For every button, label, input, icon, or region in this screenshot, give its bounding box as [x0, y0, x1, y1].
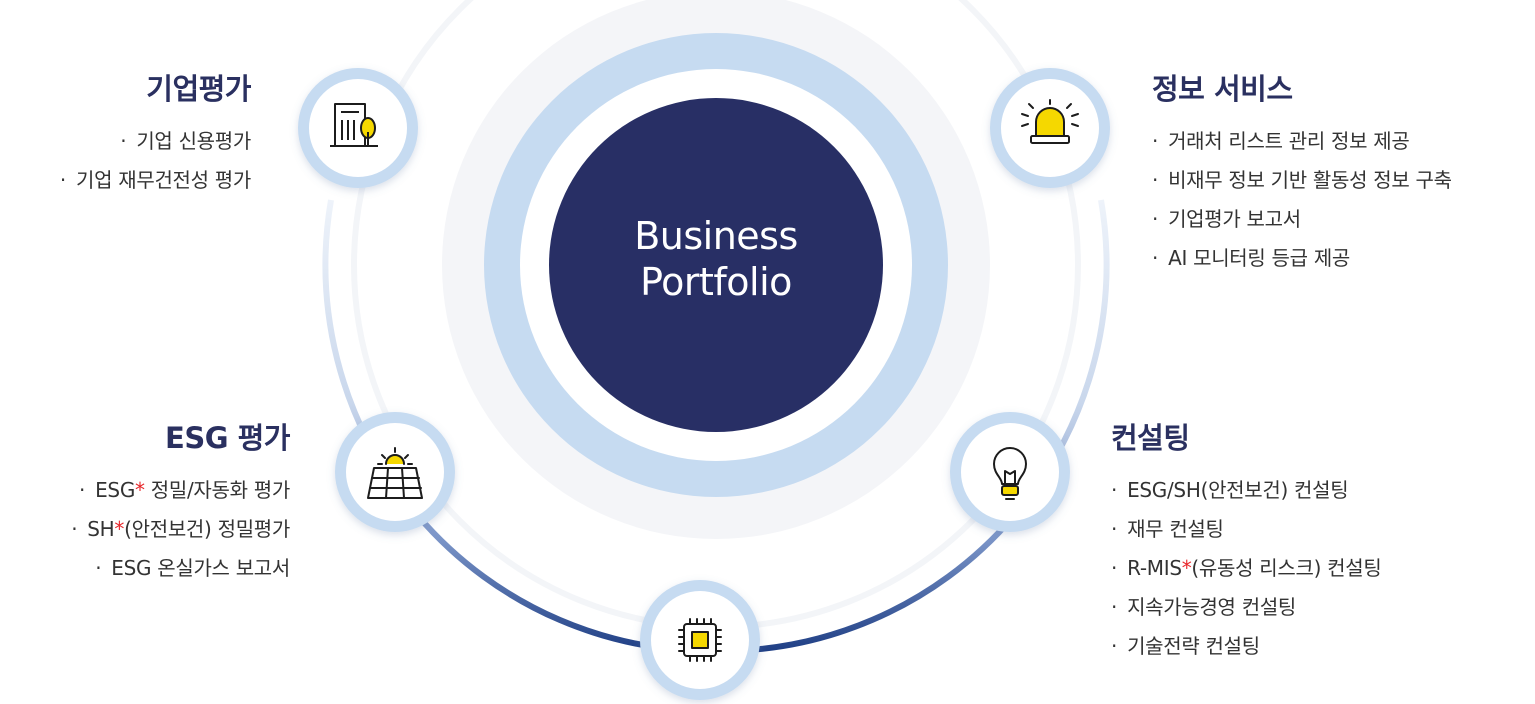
item-list: · ESG/SH(안전보건) 컨설팅 · 재무 컨설팅 · R-MIS*(유동성 리스…: [1111, 471, 1382, 666]
bullet: ·: [95, 556, 102, 580]
bullet: ·: [1152, 129, 1159, 153]
node-corporate-evaluation: [298, 68, 418, 188]
section-consulting: 컨설팅 · ESG/SH(안전보건) 컨설팅 · 재무 컨설팅 · R-MIS*(유동…: [1111, 415, 1382, 666]
list-item: · 기업 재무건전성 평가: [60, 161, 251, 200]
list-item: · ESG/SH(안전보건) 컨설팅: [1111, 471, 1381, 510]
list-item: · 비재무 정보 기반 활동성 정보 구축: [1152, 161, 1452, 200]
bullet: ·: [71, 517, 78, 541]
item-text: 거래처 리스트 관리 정보 제공: [1168, 129, 1410, 153]
item-text-suffix: (유동성 리스크) 컨설팅: [1191, 556, 1382, 580]
list-item: · 기술전략 컨설팅: [1111, 627, 1381, 666]
list-item: · 지속가능경영 컨설팅: [1111, 588, 1381, 627]
bullet: ·: [1152, 168, 1159, 192]
bullet: ·: [1152, 246, 1159, 270]
list-item: · ESG* 정밀/자동화 평가: [71, 471, 290, 510]
bullet: ·: [1111, 517, 1118, 541]
item-text: R-MIS: [1127, 556, 1182, 580]
item-text: 기업 신용평가: [136, 129, 251, 153]
center-title-line2: Portfolio: [640, 260, 792, 304]
footnote-star: *: [1181, 556, 1192, 580]
list-item: · AI 모니터링 등급 제공: [1152, 239, 1452, 278]
item-text: ESG 온실가스 보고서: [111, 556, 290, 580]
node-esg-evaluation: [335, 412, 455, 532]
bullet: ·: [79, 478, 86, 502]
section-info-service: 정보 서비스 · 거래처 리스트 관리 정보 제공 · 비재무 정보 기반 활동성 …: [1152, 66, 1452, 278]
item-text: 기업평가 보고서: [1168, 207, 1301, 231]
item-text: ESG: [95, 478, 136, 502]
item-text-suffix: (안전보건) 정밀평가: [124, 517, 290, 541]
section-title: 정보 서비스: [1152, 72, 1293, 106]
bullet: ·: [1111, 595, 1118, 619]
list-item: · ESG 온실가스 보고서: [71, 549, 290, 588]
item-text: AI 모니터링 등급 제공: [1168, 246, 1351, 270]
bullet: ·: [59, 168, 66, 192]
section-title: 컨설팅: [1111, 421, 1190, 455]
list-item: · SH*(안전보건) 정밀평가: [71, 510, 290, 549]
bullet: ·: [1152, 207, 1159, 231]
item-list: ·ESG* 정밀/자동화 평가 ·SH*(안전보건) 정밀평가 ·ESG 온실가…: [71, 471, 290, 588]
item-text-suffix: 정밀/자동화 평가: [144, 478, 291, 502]
footnote-star: *: [114, 517, 125, 541]
item-text: 재무 컨설팅: [1127, 517, 1224, 541]
lightbulb-icon: [993, 447, 1027, 500]
list-item: · 재무 컨설팅: [1111, 510, 1381, 549]
bullet: ·: [1111, 478, 1118, 502]
item-text: 기술전략 컨설팅: [1127, 634, 1260, 658]
node-consulting: [950, 412, 1070, 532]
item-text: ESG/SH(안전보건) 컨설팅: [1127, 478, 1349, 502]
center-title-line1: Business: [634, 214, 798, 258]
list-item: · 거래처 리스트 관리 정보 제공: [1152, 122, 1452, 161]
item-text: SH: [87, 517, 115, 541]
siren-icon: [1021, 99, 1079, 144]
bullet: ·: [1111, 634, 1118, 658]
item-text: 기업 재무건전성 평가: [75, 168, 251, 192]
item-text: 지속가능경영 컨설팅: [1127, 595, 1297, 619]
center-core: [549, 98, 883, 432]
section-title: 기업평가: [146, 72, 251, 106]
center-title: Business Portfolio: [549, 213, 883, 305]
footnote-star: *: [135, 478, 145, 502]
section-title: ESG 평가: [165, 421, 290, 455]
bullet: ·: [1111, 556, 1118, 580]
list-item: · R-MIS*(유동성 리스크) 컨설팅: [1111, 549, 1382, 588]
section-corporate-evaluation: 기업평가 · 기업 신용평가 · 기업 재무건전성 평가: [60, 66, 252, 200]
list-item: · 기업 신용평가: [60, 122, 251, 161]
item-text: 비재무 정보 기반 활동성 정보 구축: [1168, 168, 1452, 192]
list-item: · 기업평가 보고서: [1152, 200, 1452, 239]
building-tree-icon: [330, 103, 378, 147]
item-list: · 기업 신용평가 · 기업 재무건전성 평가: [60, 122, 251, 200]
item-list: · 거래처 리스트 관리 정보 제공 · 비재무 정보 기반 활동성 정보 구축 ·…: [1152, 122, 1452, 278]
section-esg-evaluation: ESG 평가 ·ESG* 정밀/자동화 평가 ·SH*(안전보건) 정밀평가 ·…: [71, 415, 290, 588]
bullet: ·: [120, 129, 127, 153]
chip-icon: [678, 618, 722, 662]
solar-panel-icon: [367, 447, 423, 499]
